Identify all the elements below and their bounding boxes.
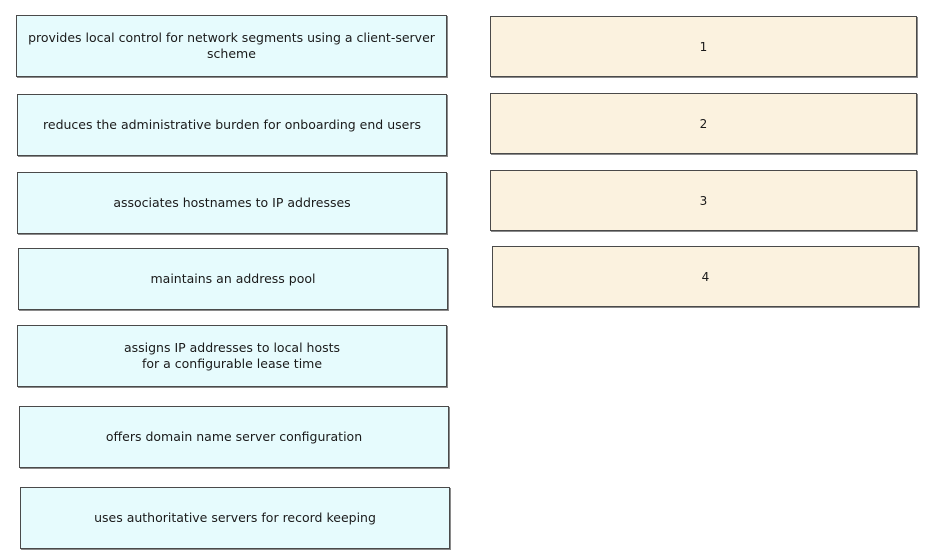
drop-target-3[interactable]: 3: [490, 170, 917, 231]
option-box-1[interactable]: provides local control for network segme…: [16, 15, 447, 77]
option-label-2: reduces the administrative burden for on…: [43, 117, 421, 132]
drop-target-label-2: 2: [699, 116, 708, 131]
option-label-1: provides local control for network segme…: [28, 30, 435, 61]
drop-target-1[interactable]: 1: [490, 16, 917, 77]
drop-target-2[interactable]: 2: [490, 93, 917, 154]
drop-target-label-4: 4: [701, 269, 710, 284]
drop-target-label-1: 1: [699, 39, 708, 54]
option-label-5: assigns IP addresses to local hosts for …: [123, 340, 341, 371]
drop-target-label-3: 3: [699, 193, 708, 208]
option-box-6[interactable]: offers domain name server configuration: [19, 406, 449, 468]
option-label-3: associates hostnames to IP addresses: [113, 195, 351, 210]
option-box-2[interactable]: reduces the administrative burden for on…: [17, 94, 447, 156]
option-box-4[interactable]: maintains an address pool: [18, 248, 448, 310]
option-box-7[interactable]: uses authoritative servers for record ke…: [20, 487, 450, 549]
option-box-5[interactable]: assigns IP addresses to local hosts for …: [17, 325, 447, 387]
option-label-6: offers domain name server configuration: [105, 429, 363, 444]
option-label-7: uses authoritative servers for record ke…: [94, 510, 376, 525]
option-box-3[interactable]: associates hostnames to IP addresses: [17, 172, 447, 234]
option-label-4: maintains an address pool: [150, 271, 316, 286]
drop-target-4[interactable]: 4: [492, 246, 919, 307]
